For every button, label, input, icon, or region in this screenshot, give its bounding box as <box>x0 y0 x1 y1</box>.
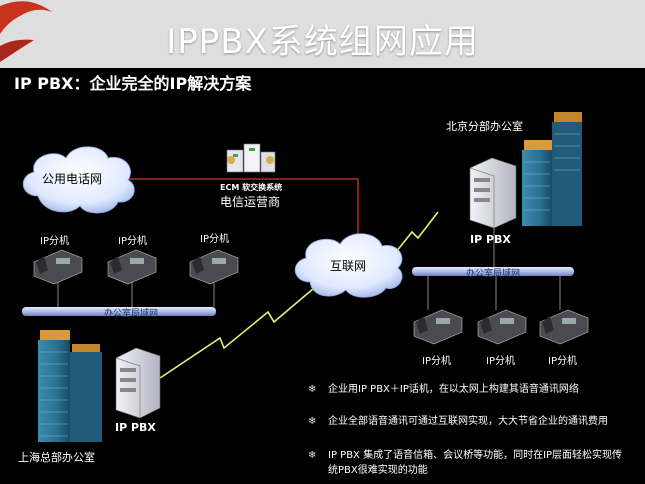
extension-label: IP分机 <box>548 356 577 367</box>
beijing-building-icon <box>522 112 582 226</box>
note-text: IP PBX 集成了语音信箱、会议桥等功能，同时在IP层面轻松实现传统PBX很难… <box>328 450 623 476</box>
ip-phone-icon <box>413 309 463 345</box>
note-item: ❄ 企业用IP PBX＋IP话机，在以太网上构建其语音通讯网络 <box>308 382 628 397</box>
shanghai-lan-bar <box>22 278 216 316</box>
extension-label: IP分机 <box>40 236 69 247</box>
beijing-lan-label: 办公室局域网 <box>466 269 521 279</box>
shanghai-office-label: 上海总部办公室 <box>18 451 95 464</box>
ecm-label: ECM 软交换系统 <box>220 183 283 192</box>
snowflake-bullet-icon: ❄ <box>308 384 317 395</box>
note-item: ❄ 企业全部语音通讯可通过互联网实现，大大节省企业的通讯费用 <box>308 414 624 429</box>
shanghai-lan-label: 办公室局域网 <box>104 309 159 319</box>
wan-link-beijing <box>395 211 439 253</box>
extension-label: IP分机 <box>200 234 229 245</box>
beijing-office-label: 北京分部办公室 <box>446 120 523 133</box>
note-item: ❄ IP PBX 集成了语音信箱、会议桥等功能，同时在IP层面轻松实现传统PBX… <box>308 448 624 478</box>
wan-link-shanghai <box>159 287 315 379</box>
ip-phone-icon <box>107 249 157 285</box>
brand-logo <box>0 1 52 62</box>
pstn-cloud <box>22 146 135 214</box>
shanghai-ippbx-label: IP PBX <box>115 421 156 434</box>
internet-cloud <box>294 233 403 298</box>
extension-label: IP分机 <box>118 236 147 247</box>
ip-phone-icon <box>539 309 589 345</box>
internet-cloud-label: 互联网 <box>330 259 367 273</box>
note-text: 企业用IP PBX＋IP话机，在以太网上构建其语音通讯网络 <box>328 384 579 395</box>
slide-subtitle: IP PBX：企业完全的IP解决方案 <box>14 74 252 93</box>
beijing-ippbx-server-icon <box>469 157 517 229</box>
note-text: 企业全部语音通讯可通过互联网实现，大大节省企业的通讯费用 <box>328 416 608 427</box>
ecm-server-icon <box>226 143 276 173</box>
header-band: IPPBX系统组网应用 <box>0 0 645 68</box>
beijing-lan-bar <box>412 222 574 310</box>
snowflake-bullet-icon: ❄ <box>308 450 317 461</box>
shanghai-building-icon <box>38 330 102 442</box>
snowflake-bullet-icon: ❄ <box>308 416 317 427</box>
extension-label: IP分机 <box>486 356 515 367</box>
ip-phone-icon <box>477 309 527 345</box>
carrier-link <box>112 178 359 238</box>
ip-phone-icon <box>189 249 239 285</box>
carrier-label: 电信运营商 <box>220 195 281 209</box>
page-title: IPPBX系统组网应用 <box>166 22 479 62</box>
beijing-ippbx-label: IP PBX <box>470 233 511 246</box>
shanghai-ippbx-server-icon <box>115 347 161 419</box>
ip-phone-icon <box>33 249 83 285</box>
pstn-cloud-label: 公用电话网 <box>42 172 103 186</box>
extension-label: IP分机 <box>422 356 451 367</box>
